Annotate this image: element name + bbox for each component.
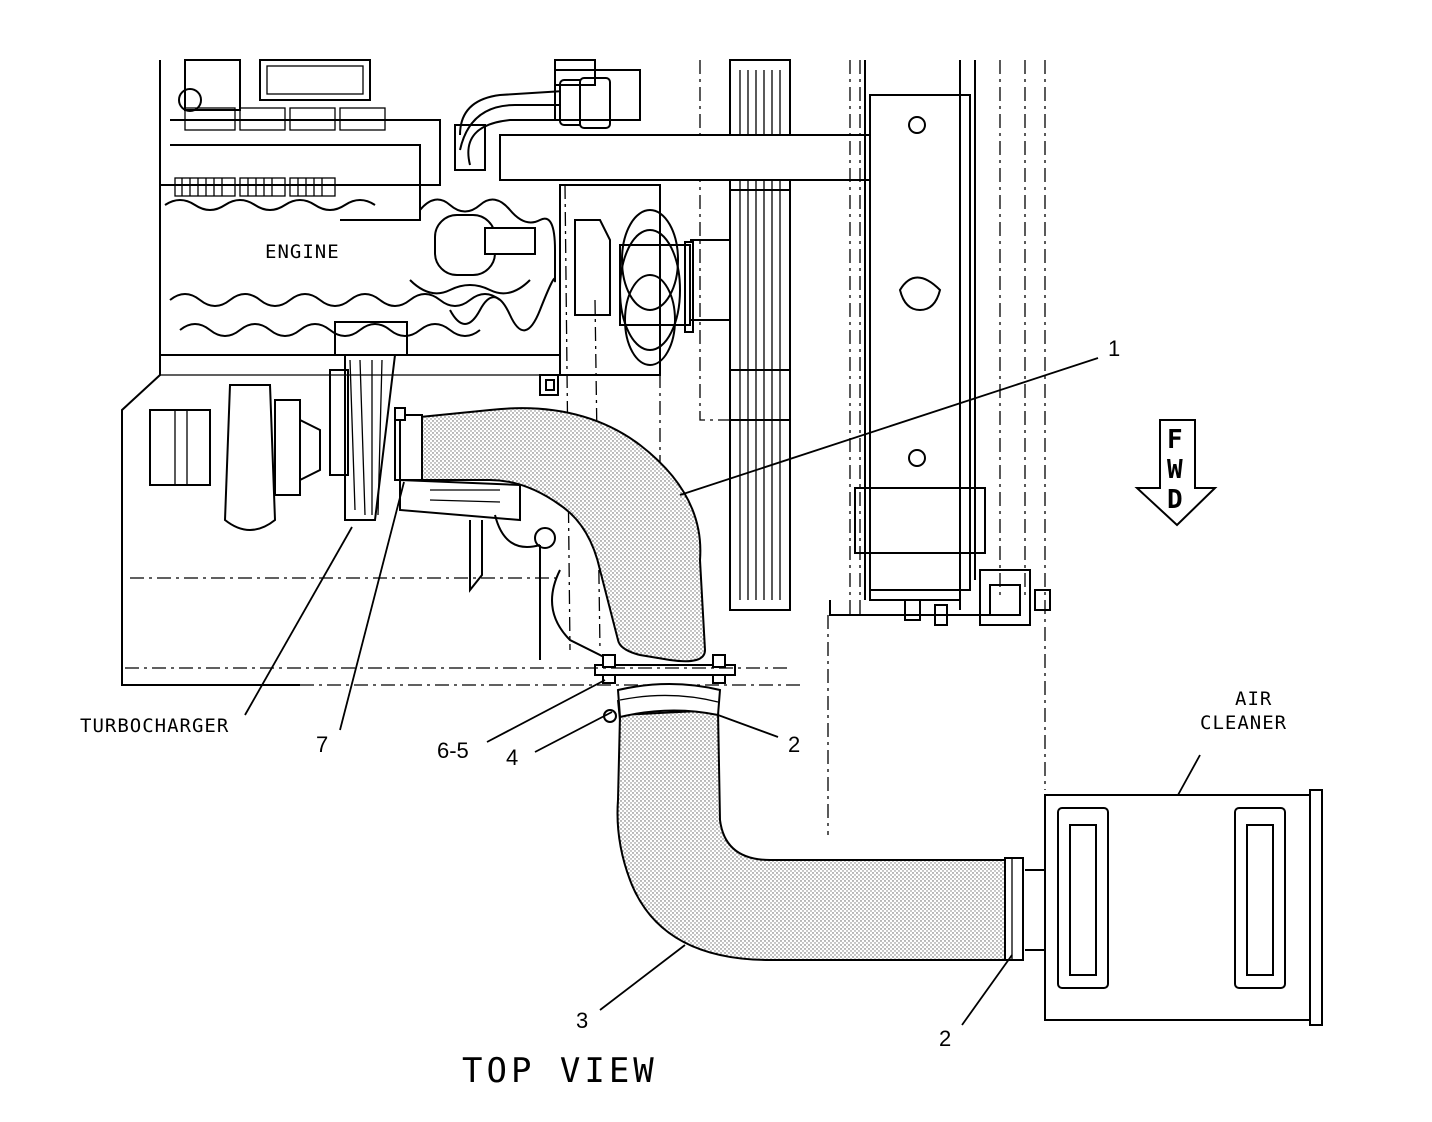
callout-2-lower: 2	[939, 1026, 951, 1051]
turbocharger-label: TURBOCHARGER	[80, 715, 229, 737]
callout-6-5: 6-5	[437, 738, 469, 763]
fwd-letter-d: D	[1167, 485, 1183, 515]
air-cleaner-label-line2: CLEANER	[1200, 712, 1287, 734]
leader-7	[339, 481, 405, 731]
callout-4: 4	[506, 745, 518, 770]
callout-1: 1	[1108, 336, 1120, 361]
callout-2-upper: 2	[788, 732, 800, 757]
elbow-hose-3	[616, 699, 1016, 961]
engine-label: ENGINE	[265, 241, 340, 263]
frame-rail	[829, 60, 1051, 626]
leader-turbocharger	[244, 526, 353, 716]
leader-lines	[244, 357, 1201, 1026]
upper-tube	[459, 104, 871, 181]
leader-1	[679, 357, 1099, 496]
callout-7: 7	[316, 732, 328, 757]
leader-6-5	[486, 679, 606, 743]
leader-2-lower	[961, 954, 1013, 1026]
flange-plate	[594, 654, 736, 684]
leader-3	[599, 944, 686, 1011]
callout-3: 3	[576, 1008, 588, 1033]
elbow-hose-1	[394, 407, 707, 663]
forward-direction-arrow: F W D	[1134, 419, 1218, 527]
fwd-letter-f: F	[1167, 425, 1183, 455]
air-cleaner-label-line1: AIR	[1235, 688, 1272, 710]
view-title: TOP VIEW	[462, 1051, 658, 1091]
oil-filler-cap	[434, 214, 536, 276]
hose-clamp-lower	[1004, 857, 1024, 961]
air-cleaner-housing	[1025, 789, 1323, 1026]
leader-air-cleaner	[1177, 754, 1201, 796]
cooling-fins-row	[174, 177, 336, 197]
fwd-letter-w: W	[1167, 455, 1183, 485]
leader-4	[534, 711, 613, 753]
leader-2-upper	[717, 714, 779, 738]
